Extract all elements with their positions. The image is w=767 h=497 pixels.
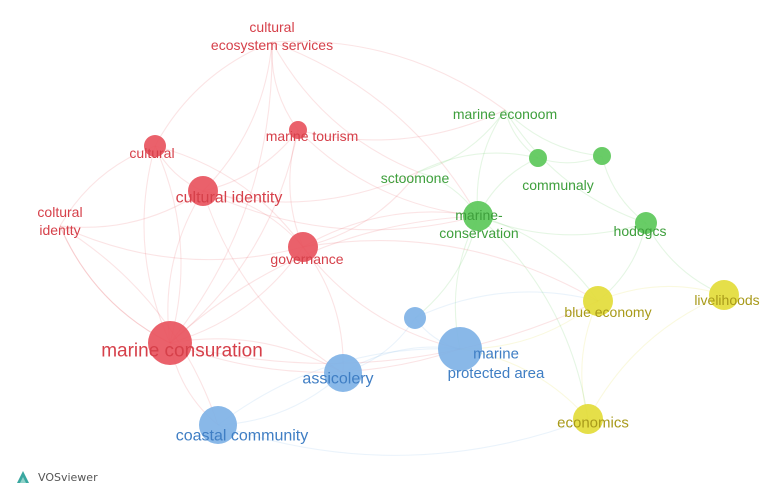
link-n5-n6 — [59, 225, 304, 261]
link-n7-n18 — [169, 342, 461, 373]
node-n15[interactable] — [709, 280, 739, 310]
node-n11[interactable] — [593, 147, 611, 165]
node-n18[interactable] — [438, 327, 482, 371]
node-n13[interactable] — [635, 212, 657, 234]
link-n9-n10 — [417, 152, 539, 173]
node-label-n2: cultural — [129, 145, 174, 161]
link-n12-n14 — [477, 215, 599, 302]
link-n12-n13 — [477, 215, 647, 236]
link-n7-n14 — [169, 300, 599, 364]
link-n4-n19 — [202, 190, 344, 374]
link-n6-n18 — [302, 246, 461, 350]
link-n16-n15 — [587, 294, 725, 420]
node-label-n12: marine-conservation — [439, 207, 518, 241]
node-n6[interactable] — [288, 232, 318, 262]
link-n1-n12 — [271, 41, 479, 217]
link-n6-n9 — [302, 171, 419, 248]
node-label-n10: communaly — [522, 177, 594, 193]
node-n20[interactable] — [199, 406, 237, 444]
node-n3[interactable] — [289, 121, 307, 139]
link-n11-n8 — [504, 109, 603, 157]
link-n6-n14 — [302, 240, 599, 302]
node-label-n4: cultural identity — [176, 190, 283, 207]
link-n17-n14 — [414, 291, 599, 319]
node-n12[interactable] — [463, 201, 493, 231]
link-n20-n16 — [217, 418, 589, 456]
link-n3-n12 — [297, 129, 479, 217]
node-n10[interactable] — [529, 149, 547, 167]
link-n7-n2 — [143, 145, 171, 344]
link-n3-n1 — [271, 41, 299, 131]
nodes-layer — [144, 121, 739, 444]
node-n7[interactable] — [148, 321, 192, 365]
link-n2-n1 — [154, 41, 273, 147]
link-n4-n1 — [202, 41, 273, 192]
link-n3-n8 — [297, 109, 506, 141]
link-n12-n8 — [476, 109, 506, 217]
link-n7-n3 — [169, 129, 299, 344]
links-layer — [59, 40, 725, 456]
link-n2-n6 — [154, 145, 304, 248]
link-n1-n9 — [271, 41, 419, 173]
node-n4[interactable] — [188, 176, 218, 206]
node-label-n20: coastal community — [176, 428, 309, 445]
link-n4-n12 — [202, 190, 479, 231]
link-n12-n16 — [477, 215, 589, 420]
vosviewer-name: VOSviewer — [38, 470, 98, 484]
node-label-n8: marine econoom — [453, 106, 557, 122]
link-n9-n8 — [417, 109, 506, 173]
link-n8-n13 — [504, 109, 647, 224]
node-label-n7: marine consuration — [101, 341, 263, 362]
node-label-n13: hodogcs — [614, 223, 667, 239]
link-n7-n1 — [169, 41, 273, 344]
node-label-n6: governance — [270, 251, 343, 267]
link-n4-n9 — [202, 171, 419, 203]
link-n6-n3 — [289, 129, 304, 248]
link-n6-n12 — [302, 211, 479, 248]
link-n7-n4 — [167, 190, 204, 344]
node-label-n14: blue economy — [564, 304, 651, 320]
node-label-n3: marine tourism — [266, 128, 359, 144]
node-n17[interactable] — [404, 307, 426, 329]
vosviewer-brand: VOSviewer — [14, 467, 98, 487]
node-label-n15: livelihoods — [694, 292, 759, 308]
link-n10-n11 — [537, 155, 603, 164]
node-label-n16: economics — [557, 414, 629, 431]
link-n4-n5 — [59, 190, 204, 228]
link-n11-n13 — [601, 155, 647, 224]
node-n19[interactable] — [324, 354, 362, 392]
node-label-n9: sctoomone — [381, 170, 450, 186]
node-n14[interactable] — [583, 286, 613, 316]
link-n5-n7 — [59, 225, 171, 344]
link-n2-n7 — [154, 145, 182, 344]
link-n1-n8 — [271, 40, 506, 111]
link-n2-n5 — [59, 145, 156, 227]
node-n16[interactable] — [573, 404, 603, 434]
link-n7-n5 — [59, 225, 171, 344]
link-n5-n20 — [59, 225, 219, 426]
vosviewer-logo-icon — [17, 471, 29, 483]
node-n2[interactable] — [144, 135, 166, 157]
node-label-n19: assicolery — [302, 371, 373, 388]
